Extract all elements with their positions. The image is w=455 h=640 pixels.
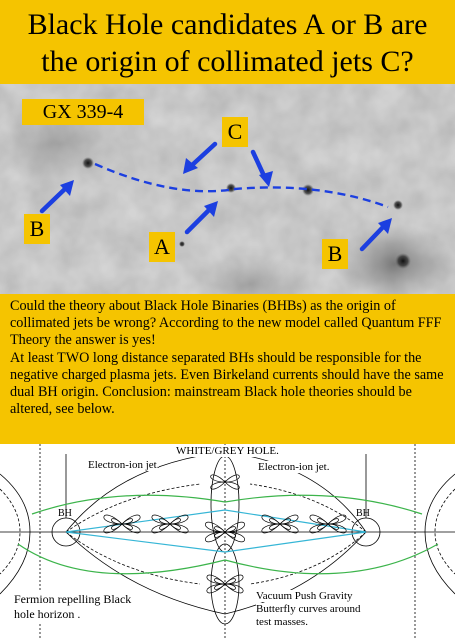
butterfly-4: [261, 514, 299, 534]
cyan-line: [65, 531, 367, 553]
label-b-right: B: [322, 239, 348, 269]
title-banner: Black Hole candidates A or B are the ori…: [0, 0, 455, 84]
bh-left-label: BH: [58, 508, 72, 519]
diagram-lines: [0, 444, 455, 640]
paragraph-1: Could the theory about Black Hole Binari…: [10, 298, 442, 349]
field-line: [65, 531, 201, 585]
arrow-head: [60, 180, 74, 196]
field-line: [65, 531, 226, 615]
arrow-head: [378, 218, 392, 234]
dark-cloud: [335, 224, 455, 294]
star: [179, 241, 185, 247]
butterfly-bottom: [206, 574, 244, 594]
label-b-left: B: [24, 214, 50, 244]
right-horizon-curve: [424, 473, 455, 595]
field-line: [249, 531, 367, 585]
arrow-c-left: [187, 141, 218, 170]
quantum-fff-diagram: WHITE/GREY HOLE. Electron-ion jet. Elect…: [0, 444, 455, 640]
butterfly-2: [151, 514, 189, 534]
arrows: [39, 141, 392, 252]
diagram-canvas: [0, 444, 455, 640]
butterfly-5: [309, 514, 347, 534]
bh-right-label: BH: [356, 508, 370, 519]
white-hole-ellipse: [210, 543, 240, 625]
field-line: [65, 483, 201, 533]
arrow-head: [204, 201, 218, 217]
jet-path-dashed: [94, 162, 389, 209]
explanation-text: Could the theory about Black Hole Binari…: [0, 294, 455, 444]
star-b-right: [393, 200, 403, 210]
field-line: [224, 531, 367, 615]
label-c: C: [222, 117, 248, 147]
arrow-a: [184, 205, 214, 235]
arrow-b-left: [39, 184, 70, 214]
arrow-c-right: [250, 149, 268, 181]
butterfly-top: [210, 474, 240, 490]
fermion-label-line-1: Fermion repelling Black: [14, 592, 132, 607]
vacuum-label-line-2: Butterfly curves around: [256, 603, 361, 615]
fermion-label-line-2: hole horizon .: [14, 607, 81, 622]
star-b-left: [82, 157, 94, 169]
source-label: GX 339-4: [22, 99, 144, 125]
green-line: [31, 494, 423, 515]
star: [302, 184, 314, 196]
butterfly-curves: [103, 474, 347, 594]
field-line: [249, 483, 367, 533]
left-horizon-curve: [0, 473, 31, 595]
title-line-1: Black Hole candidates A or B are: [27, 8, 428, 41]
star: [395, 253, 411, 269]
electron-ion-jet-left-label: Electron-ion jet.: [88, 459, 160, 471]
right-horizon-curve: [434, 488, 455, 575]
butterfly-center: [205, 521, 245, 543]
vacuum-label-line-1: Vacuum Push Gravity: [256, 590, 353, 602]
arrow-b-right: [359, 222, 388, 252]
butterfly-1: [103, 514, 141, 534]
electron-ion-jet-right-label: Electron-ion jet.: [258, 461, 330, 473]
xray-photo: GX 339-4 C B A B: [0, 84, 455, 294]
dark-cloud: [190, 254, 310, 294]
paragraph-2: At least TWO long distance separated BHs…: [10, 349, 444, 418]
white-grey-hole-label: WHITE/GREY HOLE.: [176, 445, 279, 457]
arrow-head: [259, 171, 273, 187]
left-horizon-curve: [0, 488, 21, 575]
vacuum-label-line-3: test masses.: [256, 616, 308, 628]
arrow-head: [183, 158, 198, 174]
label-a: A: [149, 232, 175, 262]
green-line: [17, 543, 439, 575]
title-line-2: the origin of collimated jets C?: [41, 45, 414, 78]
